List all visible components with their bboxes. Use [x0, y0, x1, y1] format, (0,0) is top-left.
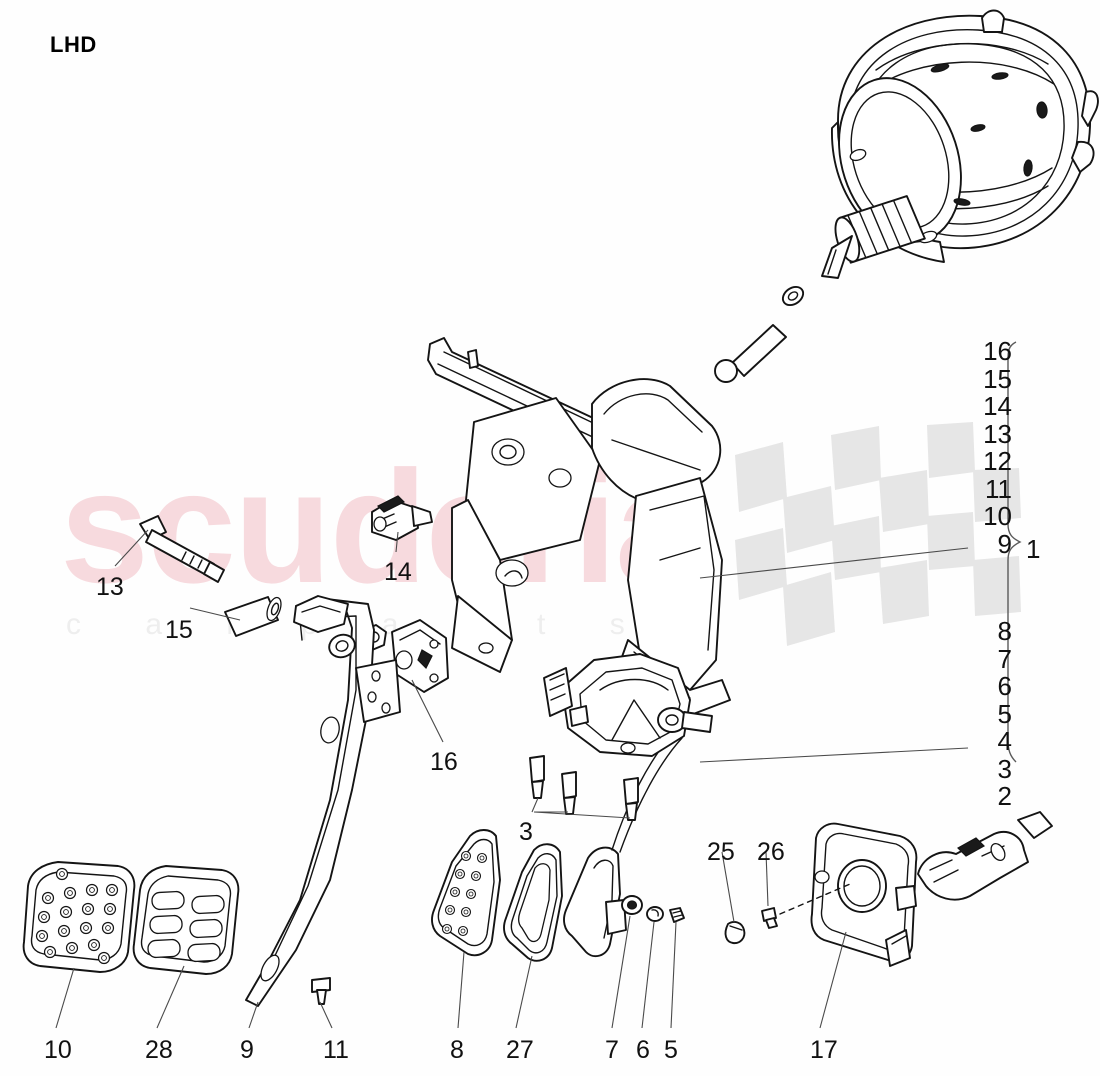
part-label-25: 25	[707, 838, 735, 866]
part-label-14: 14	[384, 558, 412, 586]
clevis-pin-and-washer	[714, 285, 805, 383]
brake-pedal-arm-drawing	[245, 595, 401, 1007]
page-title: LHD	[50, 32, 97, 57]
callout-number-13: 13	[983, 418, 1012, 449]
brake-booster-drawing	[821, 9, 1099, 279]
callout-number-9: 9	[997, 528, 1012, 559]
part-label-8: 8	[450, 1036, 464, 1064]
spacer-sleeve-15-drawing	[224, 596, 282, 637]
cap-25-screw-26-drawing	[724, 907, 778, 945]
brake-light-switch-drawing	[371, 495, 433, 541]
callout-number-3: 3	[997, 753, 1012, 784]
callout-number-6: 6	[997, 671, 1012, 701]
callout-number-16: 16	[983, 336, 1012, 366]
accelerator-pedal-pad-8-drawing	[431, 829, 501, 957]
part-label-16: 16	[430, 748, 458, 776]
callout-number-2: 2	[997, 781, 1012, 811]
bolt-13-drawing	[139, 515, 225, 583]
callout-number-4: 4	[997, 726, 1012, 756]
mounting-bracket-17-drawing	[779, 822, 918, 967]
callout-brace	[1007, 341, 1022, 763]
leader-lines	[55, 529, 969, 1029]
small-hardware-drawing	[621, 895, 685, 923]
callout-group-label: 1	[1026, 534, 1041, 564]
callout-number-15: 15	[983, 363, 1012, 394]
accelerator-pedal-arm-drawing	[563, 733, 683, 958]
part-label-5: 5	[664, 1036, 678, 1064]
part-label-15: 15	[165, 616, 193, 644]
part-label-7: 7	[605, 1036, 619, 1064]
part-label-17: 17	[810, 1036, 838, 1064]
brake-pedal-pad-10-drawing	[22, 861, 136, 973]
part-label-26: 26	[757, 838, 785, 866]
pedal-support-bracket-drawing	[427, 337, 731, 717]
part-label-28: 28	[145, 1036, 173, 1064]
bolts-3-drawing	[529, 755, 639, 821]
callout-number-7: 7	[997, 643, 1012, 674]
part-label-9: 9	[240, 1036, 254, 1064]
part-label-3: 3	[519, 818, 533, 846]
part-label-11: 11	[323, 1036, 349, 1064]
pedal-sensor-drawing	[917, 811, 1053, 901]
callout-number-8: 8	[997, 616, 1012, 646]
callout-number-12: 12	[983, 446, 1012, 476]
callout-number-14: 14	[983, 391, 1012, 421]
clutch-pedal-pad-28-drawing	[132, 865, 240, 975]
bolt-11-drawing	[311, 977, 331, 1005]
callout-number-5: 5	[997, 698, 1012, 729]
callout-number-10: 10	[983, 501, 1012, 531]
part-label-10: 10	[44, 1036, 72, 1064]
rubber-pad-27-drawing	[503, 843, 563, 962]
bracket-16-drawing	[391, 619, 449, 693]
part-label-27: 27	[506, 1036, 534, 1064]
callout-number-11: 11	[985, 473, 1012, 504]
part-label-6: 6	[636, 1036, 650, 1064]
part-label-13: 13	[96, 573, 124, 601]
pedal-position-module-drawing	[543, 653, 713, 757]
